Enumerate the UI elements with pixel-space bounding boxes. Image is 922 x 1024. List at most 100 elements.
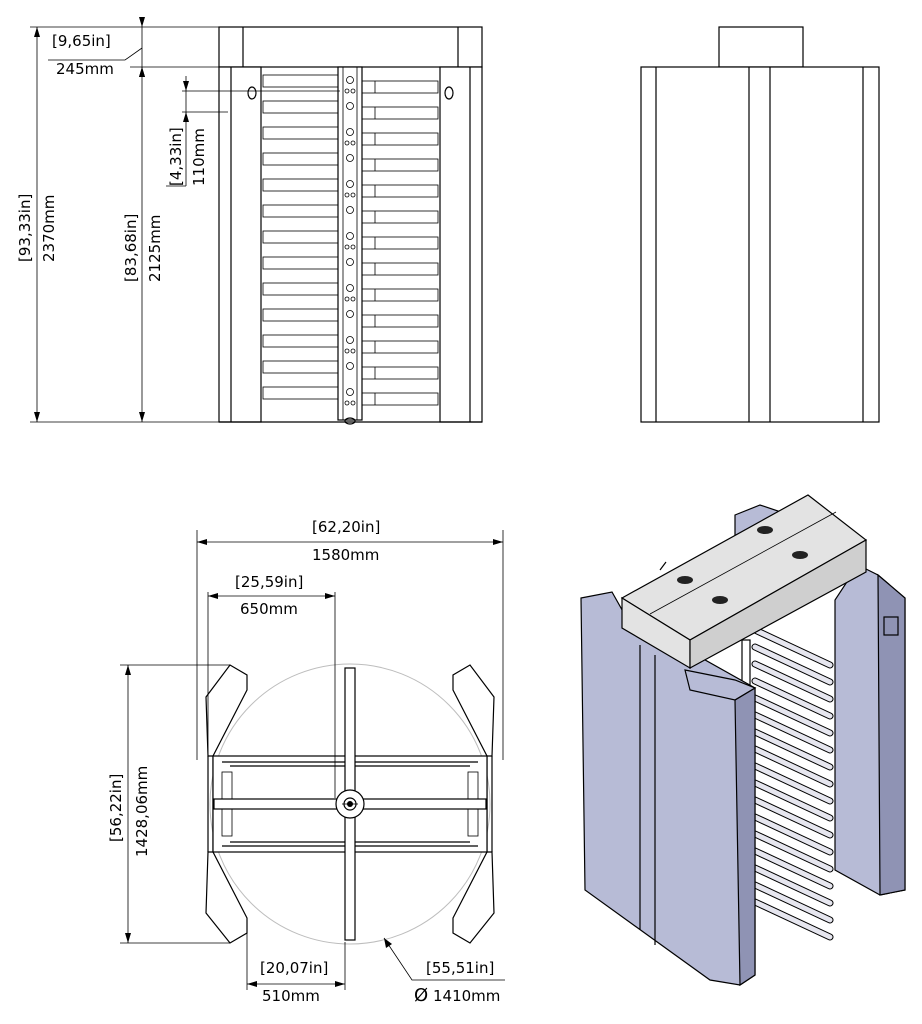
dim-frame-mm: 2125mm [146, 215, 164, 282]
front-left-bar [262, 100, 339, 114]
front-column-hole [346, 362, 354, 370]
iso-top-hole-3 [712, 596, 728, 604]
dim-top-in: [9,65in] [52, 32, 111, 50]
front-column-hole [344, 88, 350, 94]
front-right-bar [361, 288, 439, 302]
dim-total-in: [93,33in] [16, 194, 34, 262]
front-column-hole [346, 310, 354, 318]
iso-bar [752, 763, 833, 804]
dim-half-mm: 650mm [240, 600, 298, 618]
side-top-housing [718, 26, 804, 68]
front-left-bar [262, 256, 339, 270]
front-column-hole [344, 192, 350, 198]
iso-bar [752, 746, 833, 787]
front-column-hole [346, 128, 354, 136]
dim-frame-in: [83,68in] [122, 214, 140, 282]
iso-bar [752, 814, 833, 855]
front-column-hole [346, 336, 354, 344]
dim-diameter-symbol: Ø [414, 985, 428, 1006]
front-right-bar [361, 262, 439, 276]
front-right-bar [361, 366, 439, 380]
side-body [640, 66, 880, 423]
dim-pitch-in: [4,33in] [167, 127, 185, 186]
iso-bar [752, 797, 833, 838]
front-column-hole [350, 400, 356, 406]
iso-bar [752, 899, 833, 940]
iso-bar [752, 712, 833, 753]
dim-half-in: [25,59in] [235, 573, 303, 591]
front-column-hole [350, 244, 356, 250]
top-right-upper-wing [452, 664, 495, 757]
front-right-bar [361, 106, 439, 120]
top-left-upper-wing [205, 664, 248, 757]
top-dim-labels: [62,20in] 1580mm [25,59in] 650mm [56,22i… [107, 518, 500, 1006]
iso-top-hole-1 [677, 576, 693, 584]
front-column-hole [344, 140, 350, 146]
dim-depth-mm: 1428,06mm [133, 766, 151, 857]
dim-top-mm: 245mm [56, 60, 114, 78]
front-column-hole [346, 76, 354, 84]
dim-diameter-mm: 1410mm [433, 987, 500, 1005]
dim-passage-mm: 510mm [262, 987, 320, 1005]
front-right-bar [361, 158, 439, 172]
iso-sensor [883, 616, 899, 636]
front-column-hole [346, 258, 354, 266]
front-column-hole [350, 88, 356, 94]
dim-width-in: [62,20in] [312, 518, 380, 536]
front-left-bar [262, 74, 339, 88]
iso-bar [752, 848, 833, 889]
isometric-view [580, 494, 906, 987]
front-column-hole [346, 154, 354, 162]
iso-rotor-bars [751, 626, 834, 941]
front-column-hole [344, 348, 350, 354]
front-left-bar [262, 386, 339, 400]
iso-top-housing-side [689, 538, 867, 670]
front-right-bar [361, 314, 439, 328]
front-left-bar [262, 360, 339, 374]
front-rotor-holes [344, 76, 356, 406]
front-right-bar [361, 236, 439, 250]
iso-bar [752, 780, 833, 821]
front-left-bar [262, 126, 339, 140]
front-left-bar [262, 230, 339, 244]
front-rotor-bars [262, 74, 439, 406]
iso-bar [752, 627, 833, 668]
front-column-hole [346, 206, 354, 214]
iso-rear-right-wing-edge [877, 573, 906, 896]
front-right-bar [361, 340, 439, 354]
front-column-hole [350, 296, 356, 302]
front-right-bar [361, 210, 439, 224]
front-right-bar [361, 132, 439, 146]
rotor-sweep-circle [209, 663, 491, 945]
front-column-hole [350, 348, 356, 354]
front-right-bar [361, 184, 439, 198]
iso-bar [752, 882, 833, 923]
dim-passage-in: [20,07in] [260, 959, 328, 977]
iso-bar [752, 831, 833, 872]
iso-bar [752, 695, 833, 736]
iso-bar [752, 729, 833, 770]
front-left-bar [262, 308, 339, 322]
front-rotor-column [337, 66, 363, 421]
top-view [205, 663, 495, 945]
iso-top-hole-4 [792, 551, 808, 559]
front-column-hole [344, 244, 350, 250]
dim-depth-in: [56,22in] [107, 774, 125, 842]
front-column-hole [346, 180, 354, 188]
front-left-bar [262, 204, 339, 218]
front-left-bar [262, 282, 339, 296]
top-right-lower-wing [452, 851, 495, 944]
dim-total-mm: 2370mm [40, 195, 58, 262]
front-right-post [439, 66, 483, 423]
dim-width-mm: 1580mm [312, 546, 379, 564]
iso-top-hole-2 [757, 526, 773, 534]
front-view [218, 26, 483, 425]
front-column-hole [350, 192, 356, 198]
front-left-post [218, 66, 262, 423]
front-column-hole [344, 296, 350, 302]
front-dim-labels: [9,65in] 245mm [93,33in] 2370mm [83,68in… [16, 32, 208, 282]
front-top-housing [218, 26, 483, 68]
iso-bar [752, 644, 833, 685]
front-right-bar [361, 80, 439, 94]
front-left-bar [262, 152, 339, 166]
